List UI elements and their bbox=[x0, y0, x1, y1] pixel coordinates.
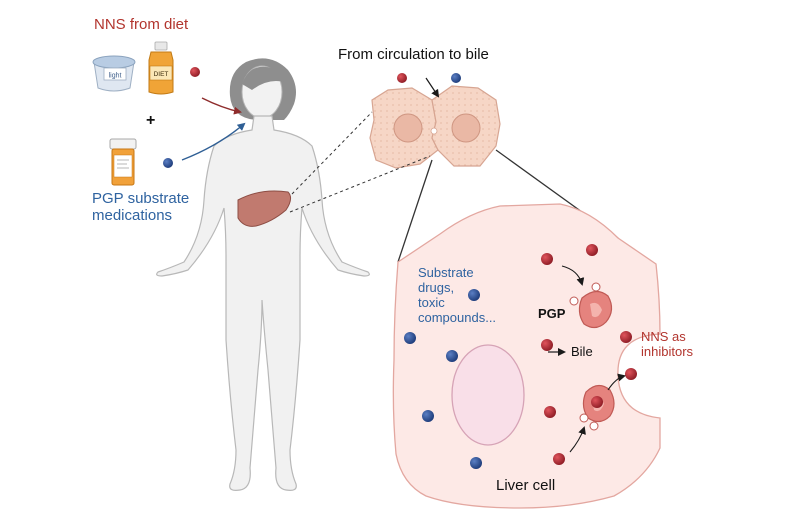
pgp-transporter-icon bbox=[569, 282, 613, 329]
substrate-label-line4: compounds... bbox=[418, 310, 497, 325]
substrate-molecule-top bbox=[451, 73, 461, 83]
liver-cell-label: Liver cell bbox=[496, 477, 556, 494]
substrate-molecule bbox=[470, 457, 482, 469]
substrate-molecule bbox=[446, 350, 458, 362]
zoom-line-lower bbox=[289, 155, 431, 213]
yogurt-label: light bbox=[109, 73, 122, 80]
medication-arrow bbox=[181, 122, 246, 161]
from-circulation-label: From circulation to bile bbox=[338, 46, 489, 63]
substrate-molecule bbox=[468, 289, 480, 301]
nucleus bbox=[451, 344, 525, 446]
nns-molecule bbox=[553, 453, 565, 465]
plus-sign: + bbox=[146, 112, 156, 129]
circulation-arrow bbox=[425, 77, 440, 98]
yogurt-cup-icon: light bbox=[92, 55, 136, 92]
nns-inhibitors-label-line1: NNS as bbox=[641, 329, 686, 344]
nns-up-arrow bbox=[569, 426, 586, 453]
pgp-substrate-label-line1: PGP substrate bbox=[92, 190, 190, 207]
nns-molecule-top bbox=[397, 73, 407, 83]
substrate-molecule-medication bbox=[163, 158, 173, 168]
liver-cell bbox=[392, 203, 661, 509]
nns-molecule-diet bbox=[190, 67, 200, 77]
bile-label: Bile bbox=[571, 344, 593, 359]
nns-molecule bbox=[586, 244, 598, 256]
human-body-icon bbox=[156, 58, 370, 491]
nns-molecule-exported bbox=[625, 368, 637, 380]
export-arrow bbox=[607, 373, 626, 391]
nns-molecule bbox=[620, 331, 632, 343]
diet-arrow bbox=[201, 97, 242, 115]
pgp-substrate-label-line2: medications bbox=[92, 207, 173, 224]
zoom-line-left bbox=[397, 159, 433, 263]
substrate-label-line2: drugs, bbox=[418, 280, 455, 295]
nns-molecule bbox=[544, 406, 556, 418]
nns-to-pgp-arrow bbox=[561, 265, 585, 286]
zoom-line-upper bbox=[291, 111, 373, 195]
liver-icon bbox=[237, 190, 292, 227]
pgp-label: PGP bbox=[538, 306, 566, 321]
diet-bottle-icon: DIET bbox=[148, 41, 174, 95]
substrate-label-line3: toxic bbox=[418, 295, 445, 310]
substrate-molecule bbox=[422, 410, 434, 422]
diet-bottle-label: DIET bbox=[154, 71, 169, 78]
pill-bottle-icon bbox=[109, 138, 137, 186]
substrate-label-line1: Substrate bbox=[418, 265, 474, 280]
hepatocyte-pair-icon bbox=[369, 85, 501, 169]
nns-molecule-bound bbox=[591, 396, 603, 408]
nns-inhibitors-label-line2: inhibitors bbox=[641, 344, 694, 359]
nns-molecule bbox=[541, 253, 553, 265]
substrate-molecule bbox=[404, 332, 416, 344]
nns-molecule bbox=[541, 339, 553, 351]
nns-from-diet-label: NNS from diet bbox=[94, 16, 189, 33]
